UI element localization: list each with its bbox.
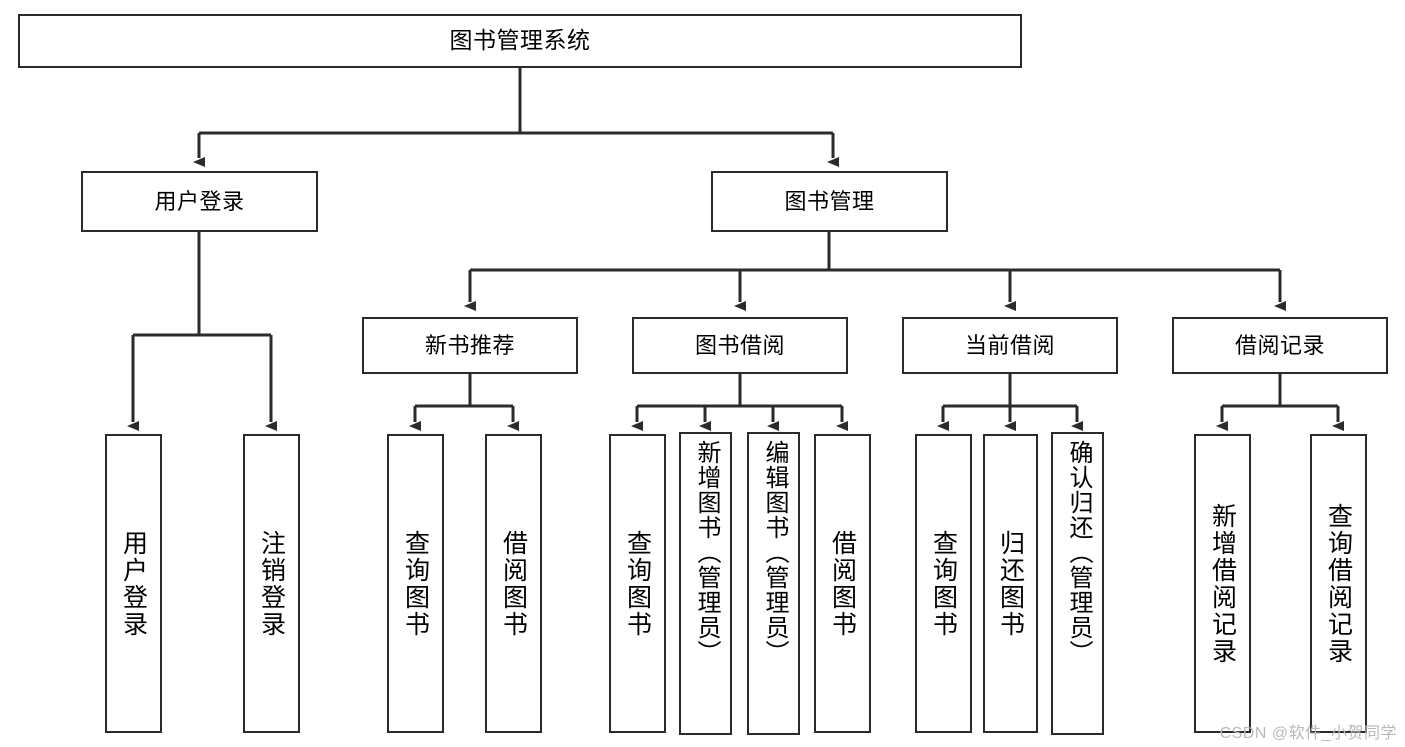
node-label: 图书管理系统 xyxy=(449,27,591,54)
node-leaf-add-borrow-record[interactable]: 新增借阅记录 xyxy=(1194,434,1251,733)
node-label: 新书推荐 xyxy=(424,332,515,358)
node-label: 当前借阅 xyxy=(964,332,1055,358)
node-label: 新增图书（管理员） xyxy=(692,440,720,665)
node-leaf-user-login[interactable]: 用户登录 xyxy=(105,434,162,733)
node-borrow-record[interactable]: 借阅记录 xyxy=(1172,317,1388,374)
node-label: 图书借阅 xyxy=(694,332,785,358)
node-current-borrow[interactable]: 当前借阅 xyxy=(902,317,1118,374)
node-label: 借阅记录 xyxy=(1234,332,1325,358)
node-new-book-recommend[interactable]: 新书推荐 xyxy=(362,317,578,374)
watermark: CSDN @软件_小贺同学 xyxy=(1219,725,1397,742)
node-label: 注销登录 xyxy=(257,529,286,638)
node-label: 借阅图书 xyxy=(499,529,528,638)
node-leaf-confirm-return-admin[interactable]: 确认归还（管理员） xyxy=(1051,432,1104,735)
node-leaf-query-borrow-record[interactable]: 查询借阅记录 xyxy=(1310,434,1367,733)
node-leaf-query-book-current[interactable]: 查询图书 xyxy=(915,434,972,733)
node-book-management[interactable]: 图书管理 xyxy=(711,171,948,232)
node-leaf-borrow-book-recommend[interactable]: 借阅图书 xyxy=(485,434,542,733)
node-book-borrow[interactable]: 图书借阅 xyxy=(632,317,848,374)
node-label: 用户登录 xyxy=(154,188,245,214)
node-label: 确认归还（管理员） xyxy=(1064,440,1092,665)
node-leaf-add-book-admin[interactable]: 新增图书（管理员） xyxy=(679,432,732,735)
node-user-login[interactable]: 用户登录 xyxy=(81,171,318,232)
node-book-management-system[interactable]: 图书管理系统 xyxy=(18,14,1022,68)
node-label: 查询借阅记录 xyxy=(1324,502,1353,665)
node-label: 借阅图书 xyxy=(828,529,857,638)
node-leaf-user-logout[interactable]: 注销登录 xyxy=(243,434,300,733)
node-label: 新增借阅记录 xyxy=(1208,502,1237,665)
node-leaf-query-book-borrow[interactable]: 查询图书 xyxy=(609,434,666,733)
node-label: 归还图书 xyxy=(996,529,1025,638)
node-label: 查询图书 xyxy=(929,529,958,638)
node-leaf-edit-book-admin[interactable]: 编辑图书（管理员） xyxy=(747,432,800,735)
node-leaf-query-book-recommend[interactable]: 查询图书 xyxy=(387,434,444,733)
node-label: 查询图书 xyxy=(401,529,430,638)
node-label: 编辑图书（管理员） xyxy=(760,440,788,665)
node-label: 图书管理 xyxy=(784,188,875,214)
node-leaf-return-book[interactable]: 归还图书 xyxy=(983,434,1038,733)
node-label: 查询图书 xyxy=(623,529,652,638)
node-leaf-borrow-book[interactable]: 借阅图书 xyxy=(814,434,871,733)
node-label: 用户登录 xyxy=(119,529,148,638)
